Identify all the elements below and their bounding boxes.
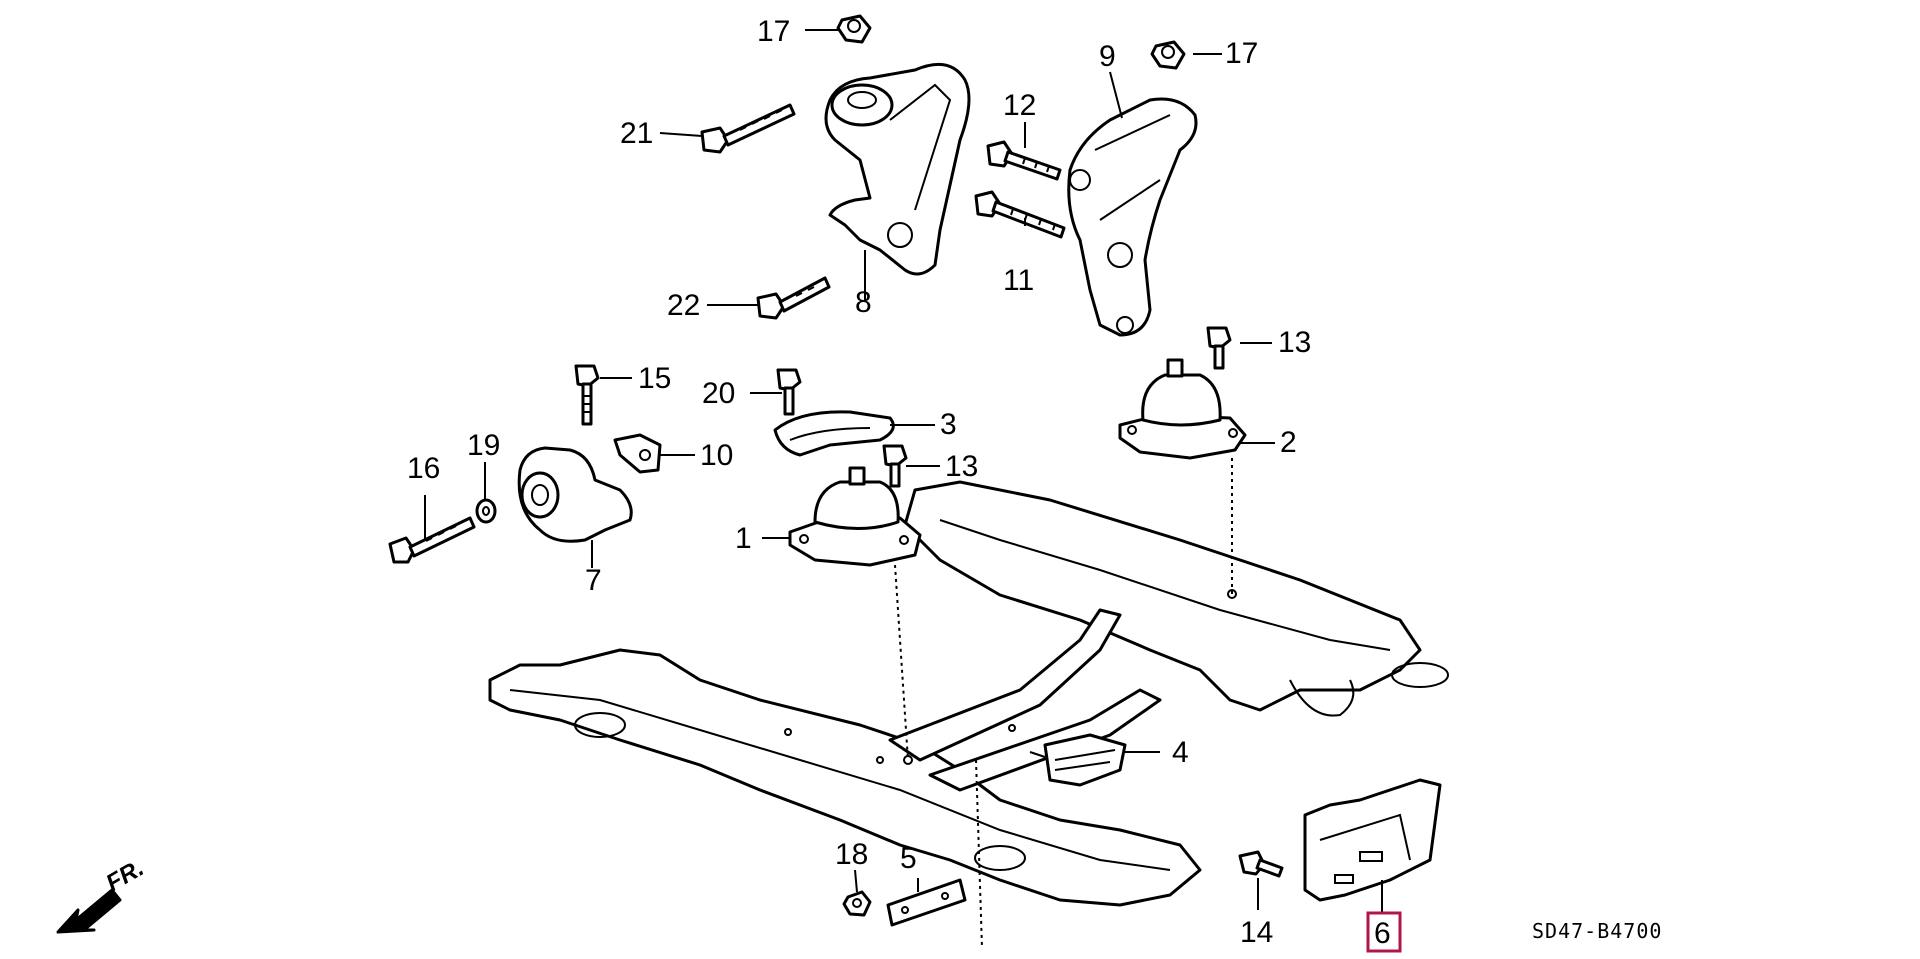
callout-13a[interactable]: 13 [1278, 326, 1311, 359]
direction-label: FR. [102, 854, 149, 897]
callout-15[interactable]: 15 [638, 362, 671, 395]
callout-17b[interactable]: 17 [1225, 37, 1258, 70]
part-4-stopper [1029, 733, 1127, 787]
part-8-bracket [824, 62, 971, 276]
part-18-nut [842, 890, 872, 917]
selected-part-highlight [1366, 911, 1402, 953]
callout-13b[interactable]: 13 [945, 450, 978, 483]
part-7-mount [517, 446, 633, 543]
part-10-clip [613, 433, 662, 474]
callout-19[interactable]: 19 [467, 429, 500, 462]
callout-7[interactable]: 7 [585, 564, 602, 597]
part-13-bolt-a [1206, 326, 1232, 370]
callout-4[interactable]: 4 [1172, 736, 1189, 769]
callout-14[interactable]: 14 [1240, 916, 1273, 949]
part-13-bolt-b [882, 444, 908, 488]
callout-20[interactable]: 20 [702, 377, 735, 410]
part-21-bolt [700, 103, 796, 154]
callout-12[interactable]: 12 [1003, 89, 1036, 122]
callout-1[interactable]: 1 [735, 522, 752, 555]
callout-6[interactable]: 6 [1374, 917, 1391, 950]
part-19-washer [475, 498, 497, 524]
callout-11[interactable]: 11 [1003, 264, 1034, 297]
leader-lines [424, 29, 1383, 949]
callout-21[interactable]: 21 [620, 117, 653, 150]
callout-10[interactable]: 10 [700, 439, 733, 472]
part-17-nut-a [836, 14, 872, 44]
part-22-bolt [756, 276, 831, 320]
part-9-bracket [1067, 97, 1198, 337]
part-12-bolt [986, 140, 1062, 181]
callout-16[interactable]: 16 [407, 452, 440, 485]
part-2-mount [1118, 358, 1247, 460]
part-16-bolt [388, 516, 476, 564]
callout-2[interactable]: 2 [1280, 426, 1297, 459]
part-11-bolt [974, 190, 1066, 239]
part-15-bolt [574, 364, 600, 426]
callout-22[interactable]: 22 [667, 289, 700, 322]
part-1-mount [788, 466, 922, 567]
part-3-shield [773, 410, 895, 457]
callout-8[interactable]: 8 [855, 286, 872, 319]
callout-9[interactable]: 9 [1099, 40, 1116, 73]
part-6-bracket [1303, 778, 1442, 902]
callout-17a[interactable]: 17 [757, 15, 790, 48]
callout-18[interactable]: 18 [835, 838, 868, 871]
part-17-nut-b [1150, 40, 1186, 70]
part-14-bolt [1238, 850, 1284, 878]
callout-labels: 17 17 9 12 21 11 22 8 13 15 20 3 2 16 19… [407, 15, 1402, 953]
callout-3[interactable]: 3 [940, 408, 957, 441]
callout-5[interactable]: 5 [900, 842, 917, 875]
front-arrow-icon [56, 888, 122, 934]
subframe-illustration [488, 480, 1449, 907]
part-5-plate [886, 878, 967, 927]
part-20-bolt [776, 368, 802, 416]
front-direction-indicator: FR. [56, 854, 149, 934]
diagram-code: SD47-B4700 [1532, 919, 1662, 943]
